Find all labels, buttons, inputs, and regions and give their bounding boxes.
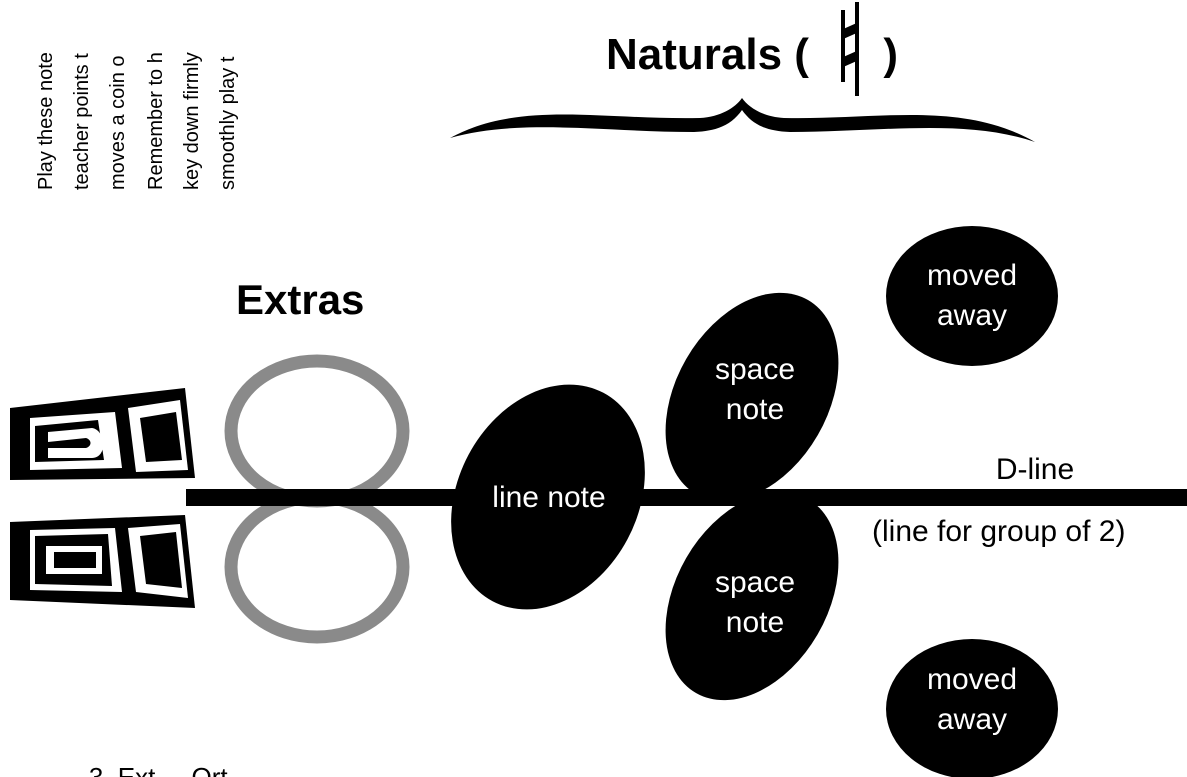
moved-away-lower bbox=[886, 639, 1058, 777]
moved-away-upper-label: moved away bbox=[912, 256, 1032, 336]
d-line bbox=[186, 489, 1187, 506]
moved-away-upper-line1: moved bbox=[926, 259, 1018, 292]
naturals-title-text: Naturals ( bbox=[606, 30, 809, 79]
space-note-upper bbox=[665, 292, 839, 502]
bracket-upper-icon bbox=[10, 388, 195, 480]
naturals-title: Naturals ( ) bbox=[606, 30, 898, 80]
ring-upper bbox=[224, 354, 410, 508]
natural-sign-icon bbox=[841, 2, 859, 96]
space-note-upper-line1: space bbox=[714, 353, 796, 386]
bracket-lower-icon bbox=[10, 515, 195, 608]
moved-away-upper-line2: away bbox=[936, 299, 1008, 332]
group-caption: (line for group of 2) bbox=[872, 515, 1126, 548]
space-note-upper-line2: note bbox=[725, 393, 785, 426]
space-note-lower-line2: note bbox=[725, 606, 785, 639]
space-note-lower bbox=[665, 491, 839, 701]
moved-away-lower-line1: moved bbox=[926, 663, 1018, 696]
extras-title: Extras bbox=[236, 276, 365, 323]
footer-fragment: ... 3. Ext ... Ort ... bbox=[60, 762, 257, 777]
d-line-label: D-line bbox=[995, 453, 1075, 486]
moved-away-upper bbox=[886, 226, 1058, 366]
moved-away-lower-line2: away bbox=[936, 703, 1008, 736]
ring-lower bbox=[224, 490, 410, 644]
curly-brace bbox=[450, 98, 1035, 142]
line-note bbox=[451, 384, 645, 610]
line-note-label: line note bbox=[492, 481, 606, 514]
space-note-lower-label: space note bbox=[710, 563, 800, 643]
space-note-lower-line1: space bbox=[714, 566, 796, 599]
moved-away-lower-label: moved away bbox=[912, 660, 1032, 740]
space-note-upper-label: space note bbox=[710, 350, 800, 430]
naturals-title-close: ) bbox=[883, 30, 899, 79]
